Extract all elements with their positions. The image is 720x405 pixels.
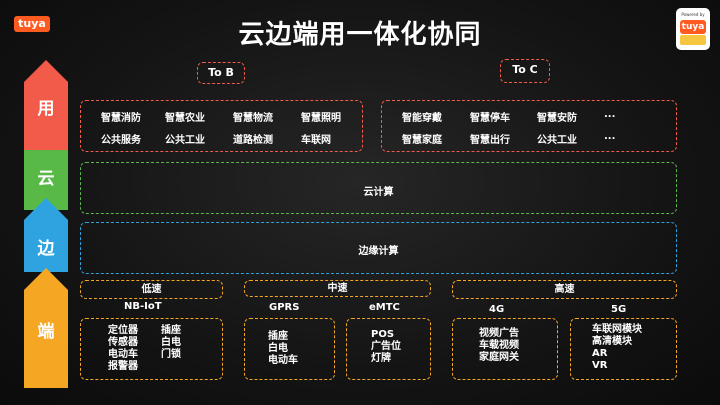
protocol-nbiot: NB-IoT — [124, 301, 162, 312]
app-b-item: 智慧物流 — [233, 113, 273, 124]
app-b-item: 智慧农业 — [165, 113, 205, 124]
emtc-device-box: POS 广告位 灯牌 — [346, 318, 431, 380]
layer-arrow — [24, 60, 68, 388]
device-item: AR — [592, 348, 608, 359]
device-item: VR — [592, 360, 608, 371]
app-layer-segment — [24, 60, 68, 150]
layer-label-edge: 边 — [37, 239, 55, 259]
badge-powered-by: Powered by — [681, 12, 705, 17]
device-item: 车载视频 — [479, 340, 519, 351]
nbiot-device-list: 定位器 传感器 电动车 报警器 — [108, 325, 138, 373]
device-item: 车联网模块 — [592, 324, 642, 335]
nbiot-device-box: 定位器 传感器 电动车 报警器 插座 白电 门锁 — [80, 318, 223, 380]
device-item: 高清模块 — [592, 336, 632, 347]
mid-speed-tier: 中速 — [244, 280, 431, 297]
layer-label-cloud: 云 — [37, 169, 55, 189]
device-item: 传感器 — [108, 337, 138, 348]
4g-device-box: 视频广告 车载视频 家庭网关 — [452, 318, 558, 380]
device-item: 电动车 — [268, 355, 298, 366]
gprs-device-list: 插座 白电 电动车 — [268, 331, 298, 367]
protocol-4g: 4G — [489, 304, 505, 315]
app-c-item: ... — [604, 109, 616, 120]
device-item: 白电 — [161, 337, 181, 348]
app-c-item: 智慧家庭 — [402, 135, 442, 146]
app-c-item: 智慧停车 — [470, 113, 510, 124]
app-c-item: 智慧出行 — [470, 135, 510, 146]
device-item: 灯牌 — [371, 353, 391, 364]
layer-label-device: 端 — [37, 322, 55, 342]
badge-brand: tuya — [680, 20, 706, 34]
gprs-device-box: 插座 白电 电动车 — [244, 318, 335, 380]
tuya-logo: tuya — [14, 16, 50, 32]
app-b-item: 道路检测 — [233, 135, 273, 146]
device-item: 视频广告 — [479, 328, 519, 339]
app-c-item: ... — [604, 131, 616, 142]
device-item: 电动车 — [108, 349, 138, 360]
device-item: 插座 — [268, 331, 288, 342]
device-item: 门锁 — [161, 349, 181, 360]
app-b-item: 车联网 — [301, 135, 331, 146]
powered-by-badge: Powered by tuya — [676, 8, 710, 50]
app-b-item: 智慧照明 — [301, 113, 341, 124]
4g-device-list: 视频广告 车载视频 家庭网关 — [479, 328, 519, 364]
emtc-device-list: POS 广告位 灯牌 — [371, 329, 401, 365]
app-b-item: 公共服务 — [101, 135, 141, 146]
to-c-tag: To C — [500, 59, 550, 83]
to-b-app-box: 智慧消防 智慧农业 智慧物流 智慧照明 公共服务 公共工业 道路检测 车联网 — [80, 100, 363, 152]
badge-mark — [680, 35, 706, 45]
device-item: POS — [371, 329, 395, 340]
cloud-computing-box: 云计算 — [80, 162, 677, 214]
app-b-item: 公共工业 — [165, 135, 205, 146]
app-c-item: 公共工业 — [537, 135, 577, 146]
nbiot-device-list-2: 插座 白电 门锁 — [161, 325, 181, 361]
page-title: 云边端用一体化协同 — [238, 20, 482, 50]
device-item: 广告位 — [371, 341, 401, 352]
protocol-gprs: GPRS — [269, 302, 300, 313]
app-b-item: 智慧消防 — [101, 113, 141, 124]
low-speed-tier: 低速 — [80, 280, 223, 299]
5g-device-box: 车联网模块 高清模块 AR VR — [570, 318, 677, 380]
5g-device-list: 车联网模块 高清模块 AR VR — [592, 324, 642, 372]
cloud-layer-segment — [24, 150, 68, 210]
device-item: 报警器 — [108, 361, 138, 372]
protocol-emtc: eMTC — [369, 302, 400, 313]
device-item: 白电 — [268, 343, 288, 354]
to-c-app-box: 智能穿戴 智慧停车 智慧安防 ... 智慧家庭 智慧出行 公共工业 ... — [381, 100, 677, 152]
cloud-computing-label: 云计算 — [363, 187, 394, 198]
device-layer-segment — [24, 268, 68, 388]
device-item: 插座 — [161, 325, 181, 336]
high-speed-tier: 高速 — [452, 280, 677, 299]
to-b-tag: To B — [197, 62, 245, 84]
protocol-5g: 5G — [611, 304, 627, 315]
edge-layer-segment — [24, 198, 68, 272]
device-item: 定位器 — [108, 325, 138, 336]
edge-computing-box: 边缘计算 — [80, 222, 677, 274]
edge-computing-label: 边缘计算 — [358, 246, 399, 257]
device-item: 家庭网关 — [479, 352, 519, 363]
app-c-item: 智能穿戴 — [402, 113, 442, 124]
layer-label-app: 用 — [37, 99, 55, 119]
app-c-item: 智慧安防 — [537, 113, 577, 124]
